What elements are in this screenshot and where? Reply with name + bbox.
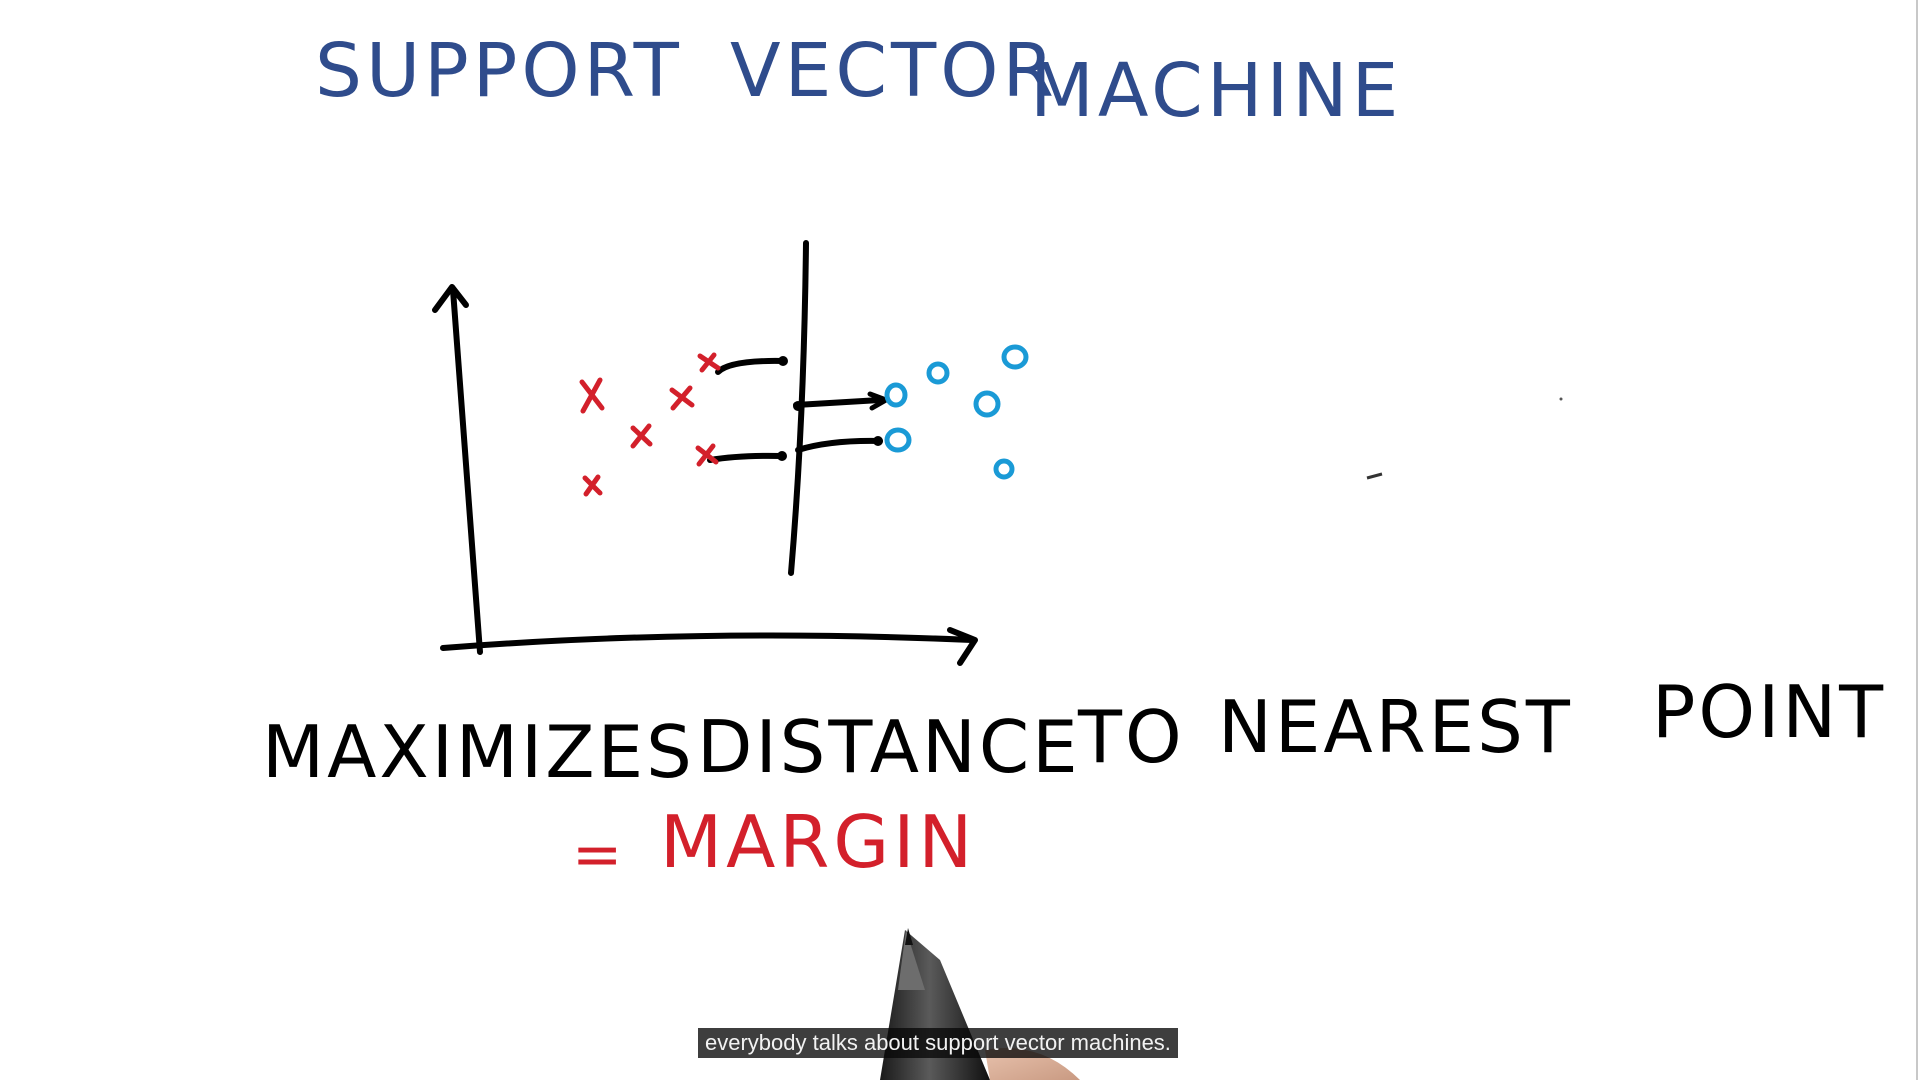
statement-word-distance: DISTANCE	[697, 705, 1081, 789]
statement-word-to: TO	[1078, 695, 1185, 779]
o-marker	[1001, 344, 1029, 370]
margin-arrow-1-dot	[778, 356, 788, 366]
stray-mark	[1366, 472, 1383, 480]
title-word-machine: MACHINE	[1030, 48, 1403, 134]
o-marker	[973, 390, 1001, 418]
statement-word-maximizes: MAXIMIZES	[262, 710, 695, 794]
x-axis-arrowhead	[947, 627, 978, 666]
title-word-support: SUPPORT	[315, 28, 683, 114]
o-marker	[993, 458, 1015, 480]
decision-boundary	[788, 240, 809, 576]
margin-arrow-2-dot	[793, 401, 803, 411]
margin-arrow-4-dot	[873, 436, 883, 446]
x-marker	[582, 474, 603, 497]
o-marker	[926, 361, 950, 385]
margin-arrow-2	[793, 397, 883, 408]
margin-arrow-1	[715, 357, 786, 375]
subtitle-caption: everybody talks about support vector mac…	[698, 1028, 1178, 1058]
x-marker	[695, 443, 719, 467]
margin-term: MARGIN	[660, 800, 977, 884]
y-axis-arrowhead	[432, 284, 469, 313]
y-axis	[450, 287, 483, 655]
margin-arrow-3-dot	[777, 451, 787, 461]
stray-dot	[1559, 397, 1563, 401]
statement-word-nearest: NEAREST	[1218, 685, 1573, 769]
equals-sign: =	[572, 820, 627, 890]
x-marker	[579, 377, 605, 414]
x-marker	[697, 352, 721, 373]
statement-word-point: POINT	[1652, 670, 1887, 754]
o-marker	[884, 382, 908, 408]
x-marker	[630, 423, 653, 449]
margin-arrow-4	[795, 437, 883, 453]
margin-arrow-3	[707, 452, 785, 463]
frame-edge	[1916, 0, 1918, 1080]
title-word-vector: VECTOR	[730, 28, 1058, 114]
x-marker	[669, 385, 695, 411]
x-axis	[440, 632, 975, 651]
o-marker	[884, 427, 912, 453]
